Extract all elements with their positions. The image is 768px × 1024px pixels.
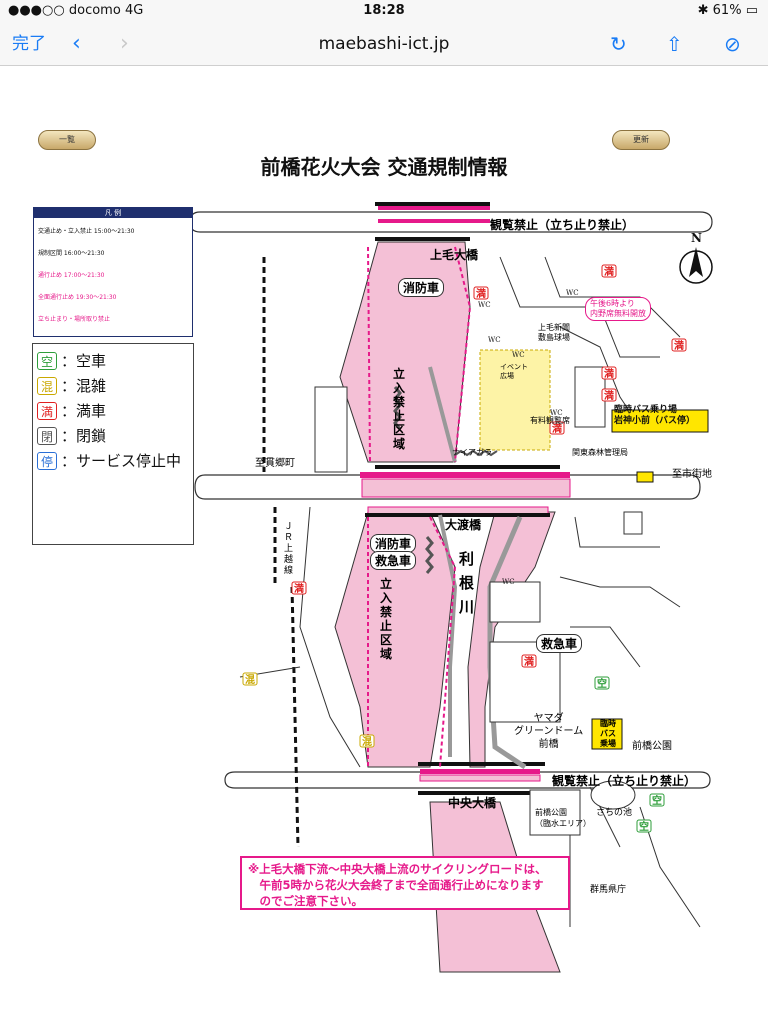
free-seats-label: 午後6時より 内野席無料開放 <box>585 297 651 321</box>
svg-text:満: 満 <box>524 655 534 668</box>
no-entry-zone-label: 立入禁止区域 <box>393 367 406 451</box>
battery-percent: 61% <box>712 3 742 18</box>
crowded-badge: 混 <box>37 376 57 395</box>
svg-text:WC: WC <box>478 301 491 309</box>
page-content: N 満 満 満 満 満 満 満 満 空 空 空 混 混 WC WC WC WC WC W… <box>0 67 768 1024</box>
legend-row: 全面通行止め 19:30〜21:30 <box>38 294 117 301</box>
svg-text:WC: WC <box>512 351 525 359</box>
svg-text:満: 満 <box>604 389 614 402</box>
svg-text:空: 空 <box>597 677 607 690</box>
svg-text:WC: WC <box>550 409 563 417</box>
river-label: 利根川 <box>459 550 475 616</box>
svg-text:満: 満 <box>604 367 614 380</box>
sachinoike-label: さちの池 <box>596 808 633 818</box>
ambulance-label: 救急車 <box>370 551 417 570</box>
reload-icon[interactable]: ↻ <box>610 32 627 56</box>
maebashi-park-sub-label: 前橋公園 （臨水エリア） <box>535 808 591 828</box>
cycling-road-notice: ※上毛大橋下流〜中央大橋上流のサイクリングロードは、 午前5時から花火大会終了ま… <box>240 856 570 910</box>
svg-text:WC: WC <box>502 578 515 586</box>
browser-toolbar: 完了 ‹ › maebashi-ict.jp ↻ ⇧ ⊘ <box>0 22 768 66</box>
no-entry-zone-label-2: 立入禁止区域 <box>380 577 393 661</box>
bus-stop-label-2: 臨時 バス 乗場 <box>600 719 616 748</box>
legend-row: 立ち止まり・場所取り禁止 <box>38 316 111 323</box>
svg-text:空: 空 <box>652 794 662 807</box>
fire-truck-label: 消防車 <box>398 278 445 297</box>
svg-text:N: N <box>691 231 702 245</box>
forest-office-label: 関東森林管理局 <box>572 448 628 457</box>
url-field[interactable]: maebashi-ict.jp <box>318 34 450 54</box>
fire-truck-label-2: 消防車 <box>370 534 417 553</box>
svg-text:混: 混 <box>362 735 372 748</box>
paid-seats-label: 有料観覧席 <box>530 416 570 425</box>
legend-item-stopped: 停：サービス停止中 <box>37 448 193 473</box>
legend-item-full: 満：満車 <box>37 398 193 423</box>
legend-title: 凡 例 <box>34 208 192 218</box>
carrier: docomo <box>68 3 121 18</box>
svg-text:混: 混 <box>245 673 255 686</box>
city-center-label: 至市街地 <box>672 469 712 480</box>
battery-icon: ▭ <box>745 3 758 18</box>
jr-line-label: ＪＲ上越線 <box>284 522 294 576</box>
svg-text:満: 満 <box>476 287 486 300</box>
shijo-label: 至貫郷町 <box>255 458 295 469</box>
list-button[interactable]: 一覧 <box>38 130 96 150</box>
chuo-bridge-label: 中央大橋 <box>448 796 497 810</box>
svg-text:満: 満 <box>674 339 684 352</box>
network-type: 4G <box>124 3 144 18</box>
gunma-office-label: 群馬県庁 <box>590 885 627 895</box>
top-no-view-label: 観覧禁止（立ち止り禁止） <box>490 218 635 232</box>
jomo-bridge-label: 上毛大橋 <box>430 248 479 262</box>
compass-icon[interactable]: ⊘ <box>724 32 741 56</box>
done-button[interactable]: 完了 <box>12 34 46 54</box>
signal-icon: ●●●○○ <box>8 3 69 18</box>
back-icon[interactable]: ‹ <box>72 31 81 56</box>
closed-badge: 閉 <box>37 426 57 445</box>
legend-row: 交通止め・立入禁止 15:00〜21:30 <box>38 228 135 235</box>
full-badge: 満 <box>37 401 57 420</box>
legend-item-vacant: 空：空車 <box>37 348 193 373</box>
traffic-map: N 満 満 満 満 満 満 満 満 空 空 空 混 混 WC WC WC WC WC W… <box>189 202 713 973</box>
owatari-bridge-label: 大渡橋 <box>445 518 482 532</box>
maebashi-park-label: 前橋公園 <box>632 741 672 752</box>
bus-stop-label: 臨時バス乗り場 岩神小前（バス停） <box>614 405 696 426</box>
parking-status-legend: 空：空車 混：混雑 満：満車 閉：閉鎖 停：サービス停止中 <box>32 343 194 545</box>
legend-box: 凡 例 交通止め・立入禁止 15:00〜21:30 規制区間 16:00〜21:… <box>33 207 193 337</box>
svg-text:満: 満 <box>552 422 562 435</box>
forward-icon[interactable]: › <box>120 31 129 56</box>
stopped-badge: 停 <box>37 451 57 470</box>
legend-item-closed: 閉：閉鎖 <box>37 423 193 448</box>
update-button[interactable]: 更新 <box>612 130 670 150</box>
svg-text:空: 空 <box>639 820 649 833</box>
status-bar: ●●●○○ docomo 4G 18:28 ✱ 61% ▭ <box>0 0 768 22</box>
svg-text:満: 満 <box>294 582 304 595</box>
svg-text:WC: WC <box>488 336 501 344</box>
event-plaza-label: イベント 広場 <box>500 363 528 380</box>
svg-text:WC: WC <box>566 289 579 297</box>
clock: 18:28 <box>363 3 405 18</box>
bottom-no-view-label: 観覧禁止（立ち止り禁止） <box>552 774 697 788</box>
legend-row: 通行止め 17:00〜21:30 <box>38 272 105 279</box>
yamada-dome-label: ヤマダ グリーンドーム 前橋 <box>514 713 584 750</box>
baseball-stadium-label: 上毛新聞 敷島球場 <box>538 323 570 342</box>
page-title: 前橋花火大会 交通規制情報 <box>260 155 508 179</box>
legend-row: 規制区間 16:00〜21:30 <box>38 250 105 257</box>
bluetooth-icon: ✱ <box>697 3 713 18</box>
legend-item-crowded: 混：混雑 <box>37 373 193 398</box>
svg-text:満: 満 <box>604 265 614 278</box>
share-icon[interactable]: ⇧ <box>666 32 683 56</box>
vacant-badge: 空 <box>37 351 57 370</box>
ambulance-label-2: 救急車 <box>536 634 583 653</box>
niagara-label: ナイアガラ <box>452 448 492 457</box>
